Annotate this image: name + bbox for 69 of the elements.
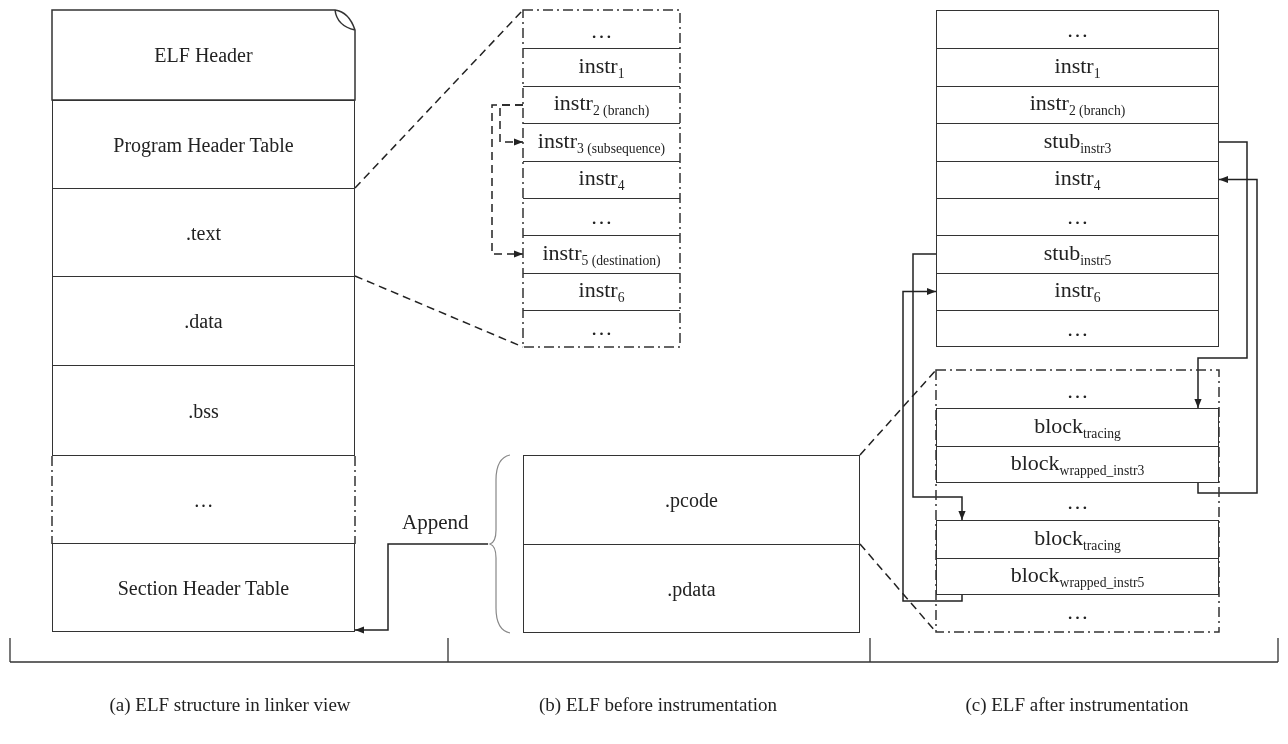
figure-caption: (a) ELF structure in linker view <box>109 694 351 716</box>
row-label: block$_{tracing}$ <box>1034 414 1121 441</box>
row-label: Section Header Table <box>117 577 290 598</box>
row-label: … <box>1066 18 1089 41</box>
row-label: .pdata <box>667 578 716 599</box>
row-label: block$_{wrapped_instr5}$ <box>1010 563 1145 590</box>
row-label: instr$_{4}$ <box>578 167 625 193</box>
instruction-row <box>936 48 1219 86</box>
elf-section-box <box>52 276 355 365</box>
dash-dot-frame <box>936 370 1219 632</box>
row-label: … <box>193 489 214 510</box>
row-label: instr$_{6}$ <box>578 279 625 305</box>
row-label: instr$_{1}$ <box>1054 54 1101 81</box>
row-label: .data <box>184 311 223 331</box>
arrow <box>912 253 966 521</box>
row-label: instr$_{4}$ <box>1054 167 1101 193</box>
row-label: … <box>1066 490 1089 513</box>
instruction-row <box>936 235 1219 273</box>
row-label: .bss <box>188 400 219 421</box>
row-label: … <box>1066 317 1089 340</box>
row-label: .pcode <box>665 490 718 510</box>
instruction-row <box>936 273 1219 310</box>
code-block-row <box>936 446 1219 483</box>
elf-section-box <box>52 188 355 276</box>
row-label: block$_{tracing}$ <box>1034 526 1121 553</box>
code-block-row <box>936 408 1219 446</box>
row-label: instr$_{5 (destination)}$ <box>542 241 661 268</box>
row-label: instr$_{2 (branch)}$ <box>553 92 650 118</box>
instruction-row <box>936 198 1219 235</box>
row-label: instr$_{2 (branch)}$ <box>1029 92 1126 118</box>
elf-section-box <box>52 100 355 188</box>
curly-brace <box>488 455 510 633</box>
row-label: block$_{wrapped_instr3}$ <box>1010 451 1145 478</box>
row-label: … <box>1066 206 1089 228</box>
arrow <box>354 543 489 634</box>
row-label: ELF Header <box>154 45 253 65</box>
row-label: instr$_{3 (subsequence)}$ <box>537 129 666 156</box>
section-box <box>523 455 860 544</box>
figure-caption: (c) ELF after instrumentation <box>965 694 1189 716</box>
figure-caption: (b) ELF before instrumentation <box>539 694 777 716</box>
row-label: .text <box>186 222 221 243</box>
elf-section-box <box>52 455 355 543</box>
row-label: stub$_{instr3}$ <box>1043 129 1112 156</box>
instruction-row <box>936 123 1219 161</box>
row-label: stub$_{instr5}$ <box>1043 241 1112 268</box>
code-block-row <box>936 520 1219 558</box>
instruction-row <box>936 10 1219 48</box>
row-label: Program Header Table <box>113 134 294 155</box>
row-label: instr$_{6}$ <box>1054 279 1101 305</box>
instruction-row <box>936 86 1219 123</box>
row-label: … <box>590 206 613 228</box>
arrow <box>902 287 963 602</box>
row-label: … <box>590 19 613 42</box>
instruction-row <box>936 161 1219 198</box>
zoom-leader-line <box>354 9 524 348</box>
instruction-row <box>936 310 1219 347</box>
elf-section-box <box>52 10 355 100</box>
row-label: … <box>590 316 613 339</box>
code-block-row <box>936 558 1219 595</box>
dash-dot-frame <box>523 10 680 347</box>
arrow <box>1194 141 1248 409</box>
arrow <box>1197 175 1258 494</box>
section-box <box>523 544 860 633</box>
row-label: … <box>1066 601 1089 623</box>
row-label: instr$_{1}$ <box>578 54 625 81</box>
arrow <box>491 104 524 258</box>
elf-section-box <box>52 543 355 632</box>
elf-section-box <box>52 365 355 455</box>
row-label: … <box>1066 379 1089 402</box>
